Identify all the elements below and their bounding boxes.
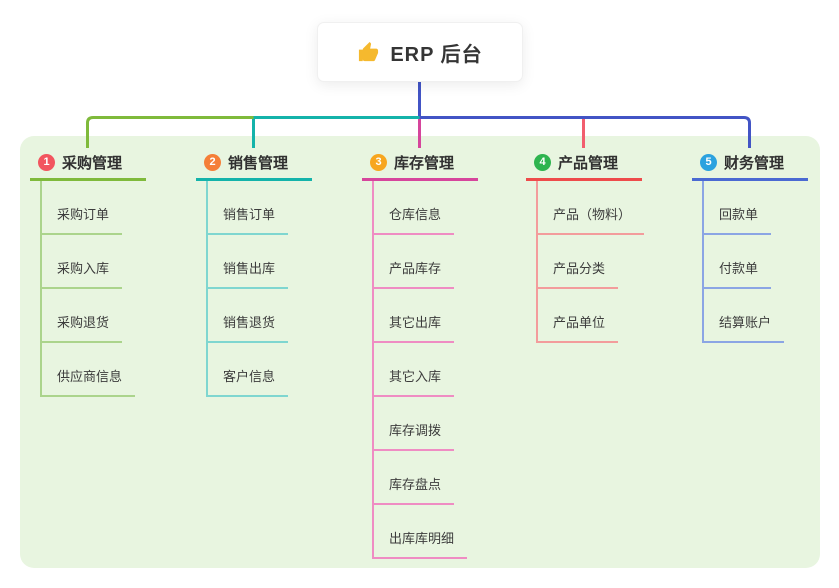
child-item-label: 结算账户 bbox=[702, 312, 785, 343]
child-item-label: 库存盘点 bbox=[372, 474, 455, 505]
root-node[interactable]: ERP 后台 bbox=[317, 22, 523, 82]
branch-number-badge: 1 bbox=[38, 154, 55, 171]
branch-finance: 5 财务管理回款单付款单结算账户 bbox=[692, 149, 809, 343]
branch-sales: 2 销售管理销售订单销售出库销售退货客户信息 bbox=[196, 149, 313, 397]
child-item-label: 供应商信息 bbox=[40, 366, 136, 397]
branch-header-sales[interactable]: 2 销售管理 bbox=[196, 149, 313, 181]
child-item-label: 产品库存 bbox=[372, 258, 455, 289]
child-item[interactable]: 其它入库 bbox=[372, 343, 467, 397]
child-item-label: 采购入库 bbox=[40, 258, 123, 289]
branch-number-badge: 2 bbox=[204, 154, 221, 171]
branch-label: 财务管理 bbox=[724, 155, 785, 172]
branch-number-badge: 3 bbox=[370, 154, 387, 171]
child-item-label: 库存调拨 bbox=[372, 420, 455, 451]
thumbs-up-icon bbox=[359, 41, 379, 61]
child-item[interactable]: 其它出库 bbox=[372, 289, 467, 343]
child-item[interactable]: 库存盘点 bbox=[372, 451, 467, 505]
branch-purchase: 1 采购管理采购订单采购入库采购退货供应商信息 bbox=[30, 149, 147, 397]
branch-label: 产品管理 bbox=[558, 155, 619, 172]
child-item-label: 采购退货 bbox=[40, 312, 123, 343]
branch-header-purchase[interactable]: 1 采购管理 bbox=[30, 149, 147, 181]
child-item[interactable]: 回款单 bbox=[702, 181, 784, 235]
child-item[interactable]: 供应商信息 bbox=[40, 343, 136, 397]
branches-panel bbox=[20, 136, 820, 568]
child-item[interactable]: 产品单位 bbox=[536, 289, 644, 343]
child-item-label: 客户信息 bbox=[206, 366, 289, 397]
child-item[interactable]: 产品（物料） bbox=[536, 181, 645, 235]
root-label: ERP 后台 bbox=[390, 43, 483, 66]
child-item-label: 付款单 bbox=[702, 258, 772, 289]
branch-children-finance: 回款单付款单结算账户 bbox=[702, 181, 785, 343]
branch-number-badge: 5 bbox=[700, 154, 717, 171]
child-item-label: 出库库明细 bbox=[372, 528, 468, 559]
branch-header-inventory[interactable]: 3 库存管理 bbox=[362, 149, 479, 181]
child-item-label: 回款单 bbox=[702, 204, 772, 235]
child-item-label: 销售退货 bbox=[206, 312, 289, 343]
child-item[interactable]: 库存调拨 bbox=[372, 397, 467, 451]
branch-product: 4 产品管理产品（物料） 产品分类产品单位 bbox=[526, 149, 645, 343]
branch-children-inventory: 仓库信息产品库存其它出库其它入库库存调拨库存盘点出库库明细 bbox=[372, 181, 468, 559]
child-item[interactable]: 销售订单 bbox=[206, 181, 289, 235]
branch-label: 库存管理 bbox=[394, 155, 455, 172]
child-item[interactable]: 付款单 bbox=[702, 235, 784, 289]
child-item[interactable]: 采购退货 bbox=[40, 289, 135, 343]
child-item[interactable]: 销售退货 bbox=[206, 289, 289, 343]
child-item-label: 其它出库 bbox=[372, 312, 455, 343]
child-item[interactable]: 产品库存 bbox=[372, 235, 467, 289]
branch-label: 采购管理 bbox=[62, 155, 123, 172]
child-item[interactable]: 出库库明细 bbox=[372, 505, 468, 559]
branch-header-finance[interactable]: 5 财务管理 bbox=[692, 149, 809, 181]
child-item-label: 采购订单 bbox=[40, 204, 123, 235]
child-item-label: 销售出库 bbox=[206, 258, 289, 289]
child-item[interactable]: 产品分类 bbox=[536, 235, 644, 289]
child-item[interactable]: 采购入库 bbox=[40, 235, 135, 289]
child-item[interactable]: 采购订单 bbox=[40, 181, 135, 235]
child-item-label: 仓库信息 bbox=[372, 204, 455, 235]
child-item-label: 其它入库 bbox=[372, 366, 455, 397]
child-item-label: 产品分类 bbox=[536, 258, 619, 289]
child-item-label: 销售订单 bbox=[206, 204, 289, 235]
child-item[interactable]: 销售出库 bbox=[206, 235, 289, 289]
child-item-label: 产品（物料） bbox=[536, 204, 645, 235]
branch-children-purchase: 采购订单采购入库采购退货供应商信息 bbox=[40, 181, 136, 397]
branch-header-product[interactable]: 4 产品管理 bbox=[526, 149, 643, 181]
branch-inventory: 3 库存管理仓库信息产品库存其它出库其它入库库存调拨库存盘点出库库明细 bbox=[362, 149, 479, 559]
branch-children-sales: 销售订单销售出库销售退货客户信息 bbox=[206, 181, 289, 397]
branch-label: 销售管理 bbox=[228, 155, 289, 172]
child-item[interactable]: 客户信息 bbox=[206, 343, 289, 397]
child-item-label: 产品单位 bbox=[536, 312, 619, 343]
branch-children-product: 产品（物料） 产品分类产品单位 bbox=[536, 181, 645, 343]
child-item[interactable]: 仓库信息 bbox=[372, 181, 467, 235]
branch-number-badge: 4 bbox=[534, 154, 551, 171]
child-item[interactable]: 结算账户 bbox=[702, 289, 785, 343]
